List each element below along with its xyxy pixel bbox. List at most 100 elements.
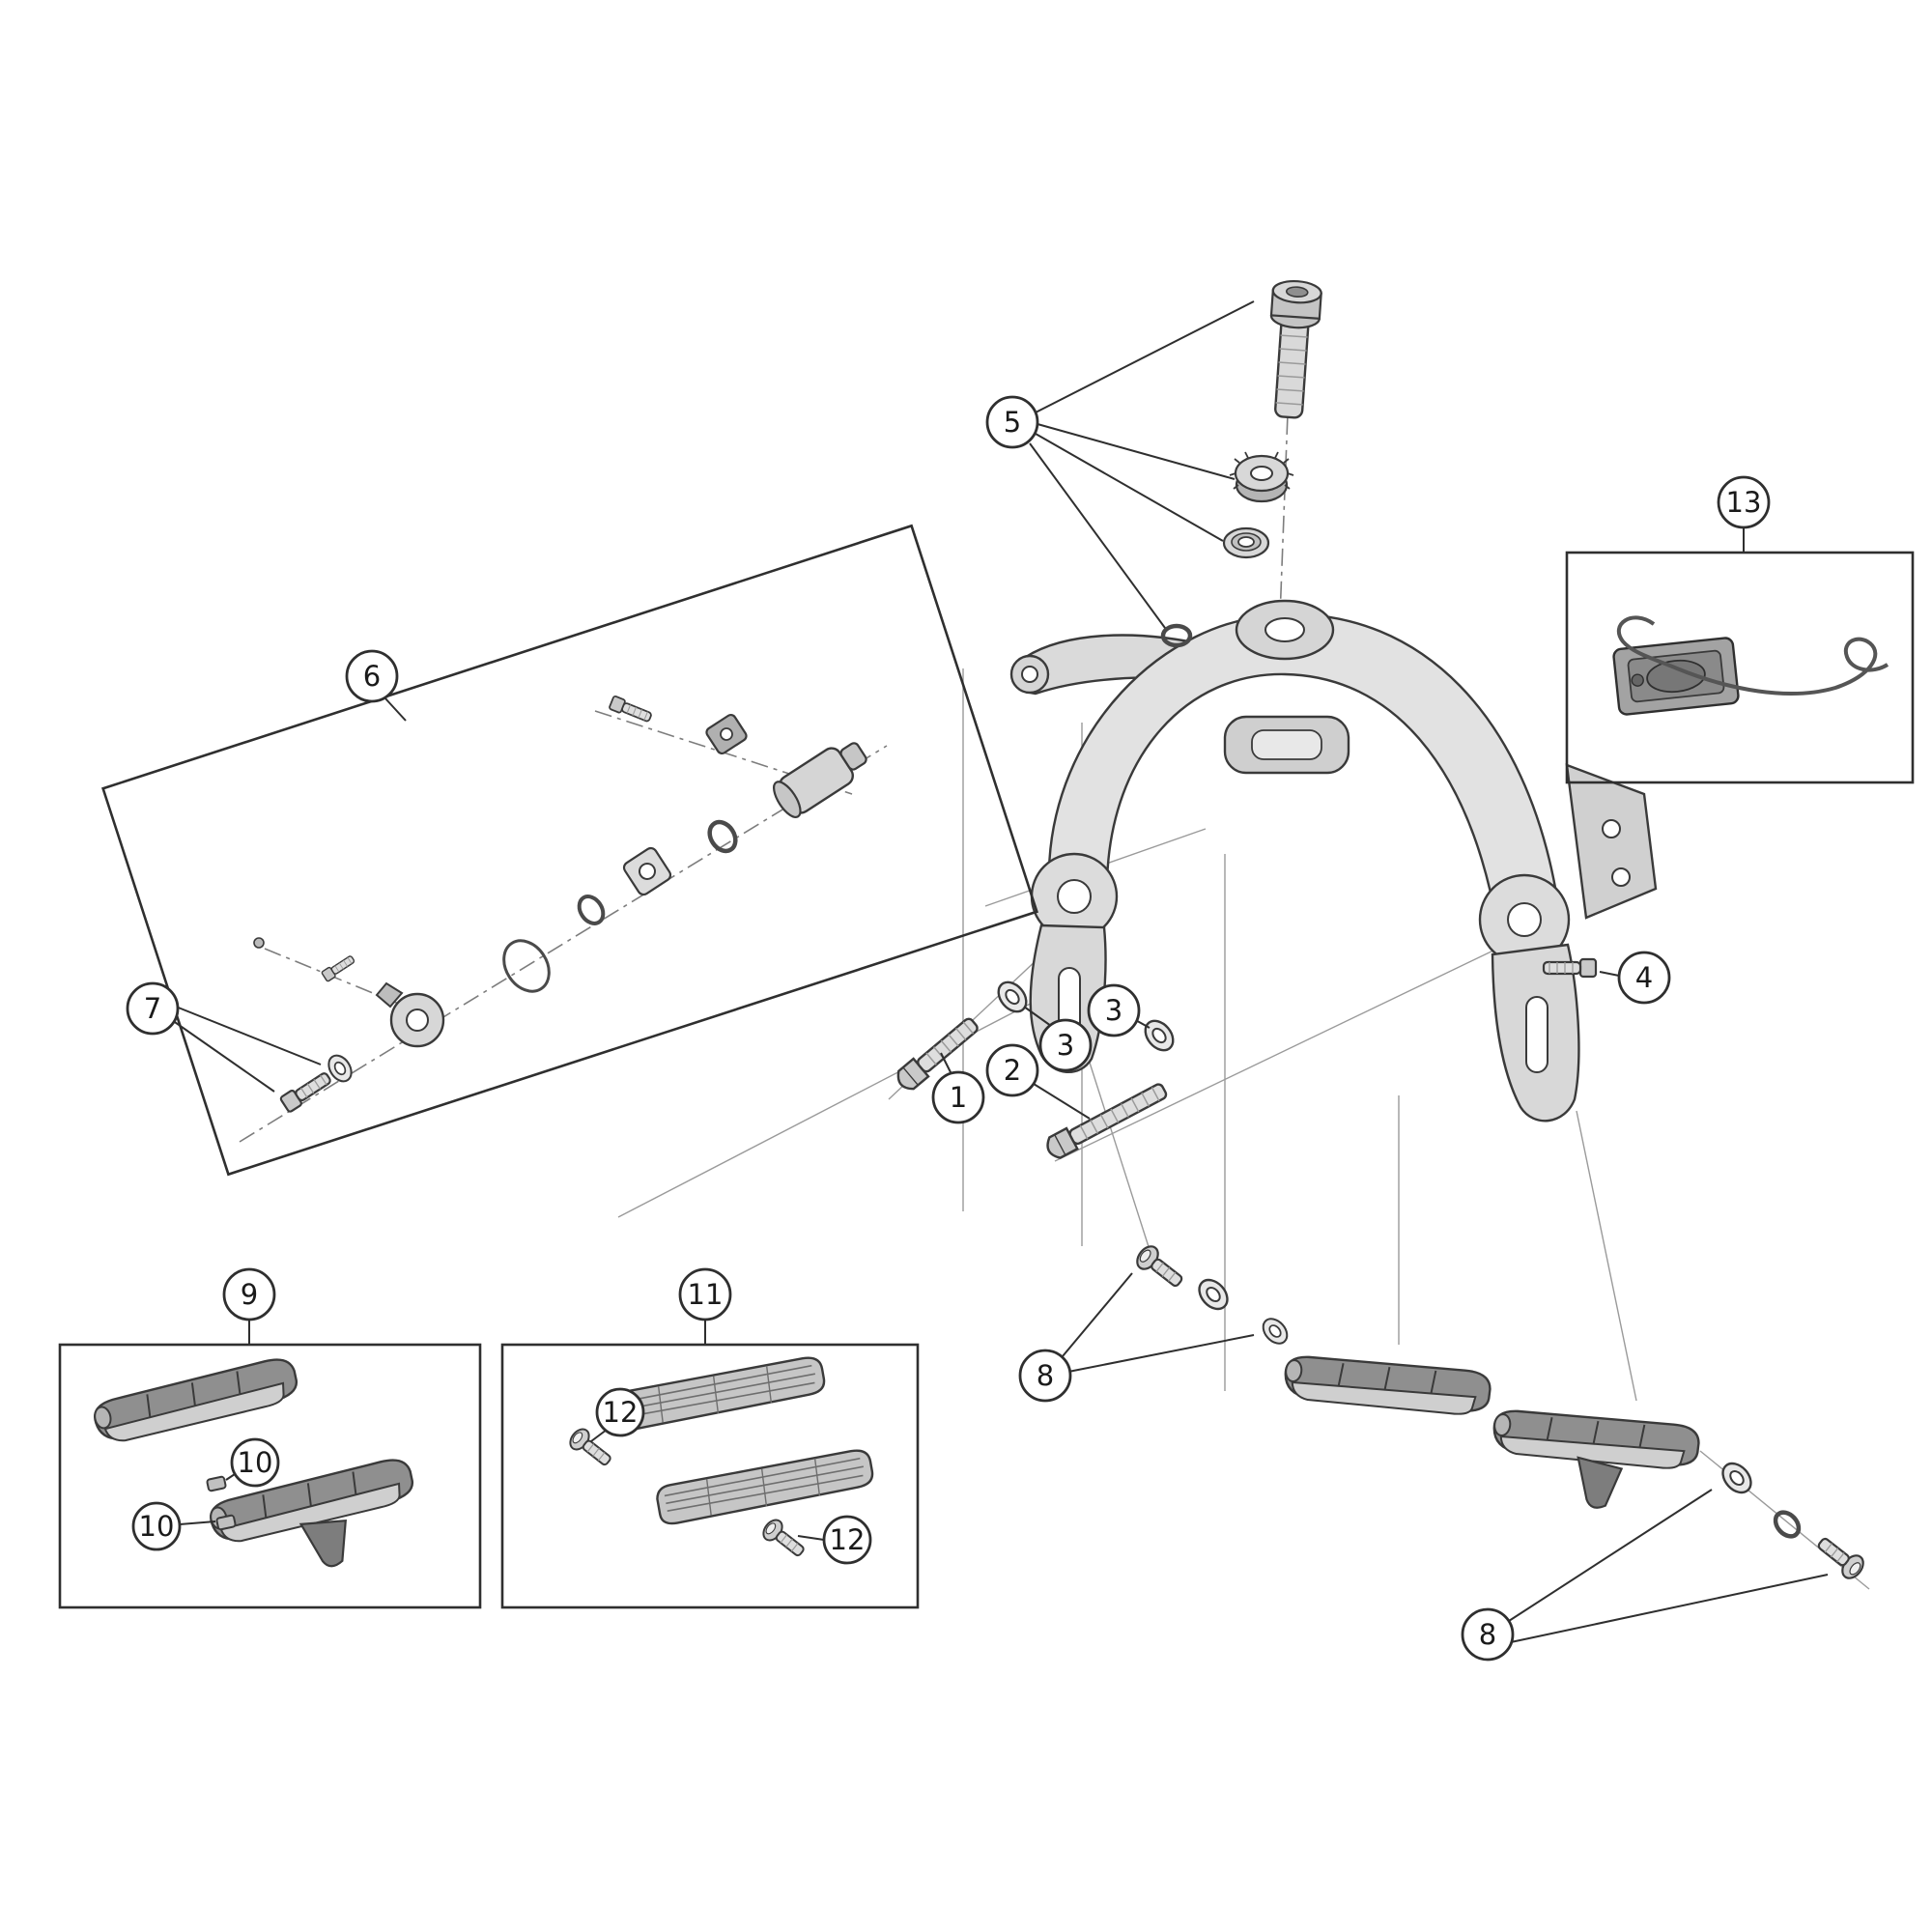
callout-3a-label: 3 <box>1057 1029 1074 1062</box>
medium-o-ring <box>577 895 606 925</box>
callout-12b-circle <box>822 1515 872 1565</box>
ring <box>577 895 606 925</box>
callout-10b-leader <box>179 1520 216 1525</box>
callout-10a-circle <box>230 1437 280 1488</box>
cartridge-pad-assembly-a <box>89 1354 302 1447</box>
callout-8b-leader <box>1508 1489 1713 1622</box>
callout-8a-circle <box>1018 1349 1072 1403</box>
callout-10b-label: 10 <box>139 1510 175 1543</box>
callout-12b-leader <box>797 1535 825 1541</box>
pad-holder-fin <box>1577 1456 1624 1509</box>
callout-5-leader <box>1035 433 1224 542</box>
callout-8a-label: 8 <box>1037 1359 1054 1392</box>
cartridge-pad-assembly-b <box>205 1455 418 1568</box>
clamp-screw <box>608 695 654 725</box>
callout-5-leader <box>1029 442 1166 629</box>
large-o-ring <box>502 939 551 993</box>
callout-7-label: 7 <box>144 992 161 1025</box>
pivot-screw <box>278 1068 334 1114</box>
pin <box>215 1514 237 1531</box>
construction-line <box>617 967 1100 1218</box>
callout-11-label: 11 <box>688 1278 724 1311</box>
group-box-13 <box>1565 551 1915 784</box>
callout-6-label: 6 <box>363 660 381 693</box>
square-plate-nut <box>622 846 672 896</box>
callout-6-leader <box>384 696 407 722</box>
callout-5-circle <box>985 395 1039 449</box>
mount-bolt-assembly <box>1163 279 1322 645</box>
callout-2-circle <box>985 1043 1039 1097</box>
bolt-hex-socket <box>1285 286 1309 298</box>
spring-ball <box>253 937 265 949</box>
nut-hole <box>1250 466 1273 481</box>
serrated-nut <box>1229 451 1294 503</box>
callout-10a: 10 <box>225 1437 280 1488</box>
callout-4: 4 <box>1599 951 1671 1005</box>
caliper-right-pivot-hole <box>1507 902 1542 937</box>
construction-line <box>1054 924 1547 1162</box>
pad-fixing-hardware-left <box>1131 1241 1293 1350</box>
callout-12a-label: 12 <box>603 1396 639 1429</box>
callout-1-leader <box>940 1052 952 1075</box>
callout-9: 9 <box>222 1267 276 1345</box>
callout-12a-leader <box>590 1429 608 1442</box>
barrel-end <box>773 781 802 818</box>
caliper-mount-hole <box>1602 819 1621 838</box>
callout-3a-leader <box>1023 1006 1052 1027</box>
callout-5: 5 <box>985 300 1255 629</box>
callout-2-label: 2 <box>1004 1054 1021 1087</box>
bolt-threads <box>1275 334 1308 406</box>
plate-hole <box>639 863 656 880</box>
callout-2-leader <box>1033 1083 1091 1120</box>
callout-13-label: 13 <box>1726 486 1762 519</box>
callout-5-label: 5 <box>1004 406 1021 439</box>
callout-4-leader <box>1599 971 1620 977</box>
caliper-mount-tab <box>1565 763 1658 920</box>
callout-7-circle <box>126 981 180 1036</box>
pivot-bolt-2 <box>1041 1078 1171 1163</box>
pin <box>206 1475 227 1492</box>
insert <box>653 1446 877 1527</box>
pad-washer <box>1192 1273 1235 1316</box>
callout-8a-leader <box>1067 1334 1255 1373</box>
brake-pad-front <box>1281 1347 1493 1423</box>
pad-washer <box>1257 1313 1293 1350</box>
callout-7: 7 <box>126 981 322 1093</box>
ring <box>707 819 738 854</box>
holder-cam <box>1646 659 1706 694</box>
callout-1-circle <box>931 1070 985 1124</box>
callout-11-circle <box>678 1267 732 1321</box>
pad-shoe <box>89 1354 302 1447</box>
callout-10a-label: 10 <box>238 1446 273 1479</box>
pad-shoe <box>1281 1347 1493 1423</box>
box-9 <box>58 1343 482 1609</box>
callout-12a: 12 <box>590 1387 645 1442</box>
brake-caliper-body <box>1009 599 1658 1122</box>
pivot-barrel <box>773 742 867 818</box>
cable-clamp-plate <box>705 713 748 755</box>
callout-3b-circle <box>1087 983 1141 1037</box>
callout-10b: 10 <box>131 1501 216 1551</box>
callout-13-circle <box>1717 475 1771 529</box>
callout-12b: 12 <box>797 1515 872 1565</box>
stop-bolt-4 <box>1542 957 1598 979</box>
clamp-hole <box>720 727 733 741</box>
axis-line <box>264 948 407 1008</box>
caliper-eyelet-hole <box>1021 666 1038 683</box>
callout-8a: 8 <box>1018 1272 1255 1403</box>
insert-screw-b <box>758 1515 810 1563</box>
construction-line <box>1576 1110 1637 1402</box>
spacer-hole <box>1237 536 1255 548</box>
caliper-mount-hole <box>1611 867 1631 887</box>
box-13 <box>1565 551 1915 784</box>
callout-6: 6 <box>345 649 407 722</box>
caliper-left-pivot-hole <box>1057 879 1092 914</box>
callout-3a: 3 <box>1023 1006 1093 1072</box>
callout-8b-leader <box>1510 1574 1829 1643</box>
pad-fixing-pin-b <box>215 1514 237 1531</box>
pad-holder-fin <box>298 1519 347 1568</box>
caliper-center-window <box>1251 729 1322 760</box>
callout-10b-circle <box>131 1501 182 1551</box>
caliper-top-boss-hole <box>1264 617 1305 642</box>
